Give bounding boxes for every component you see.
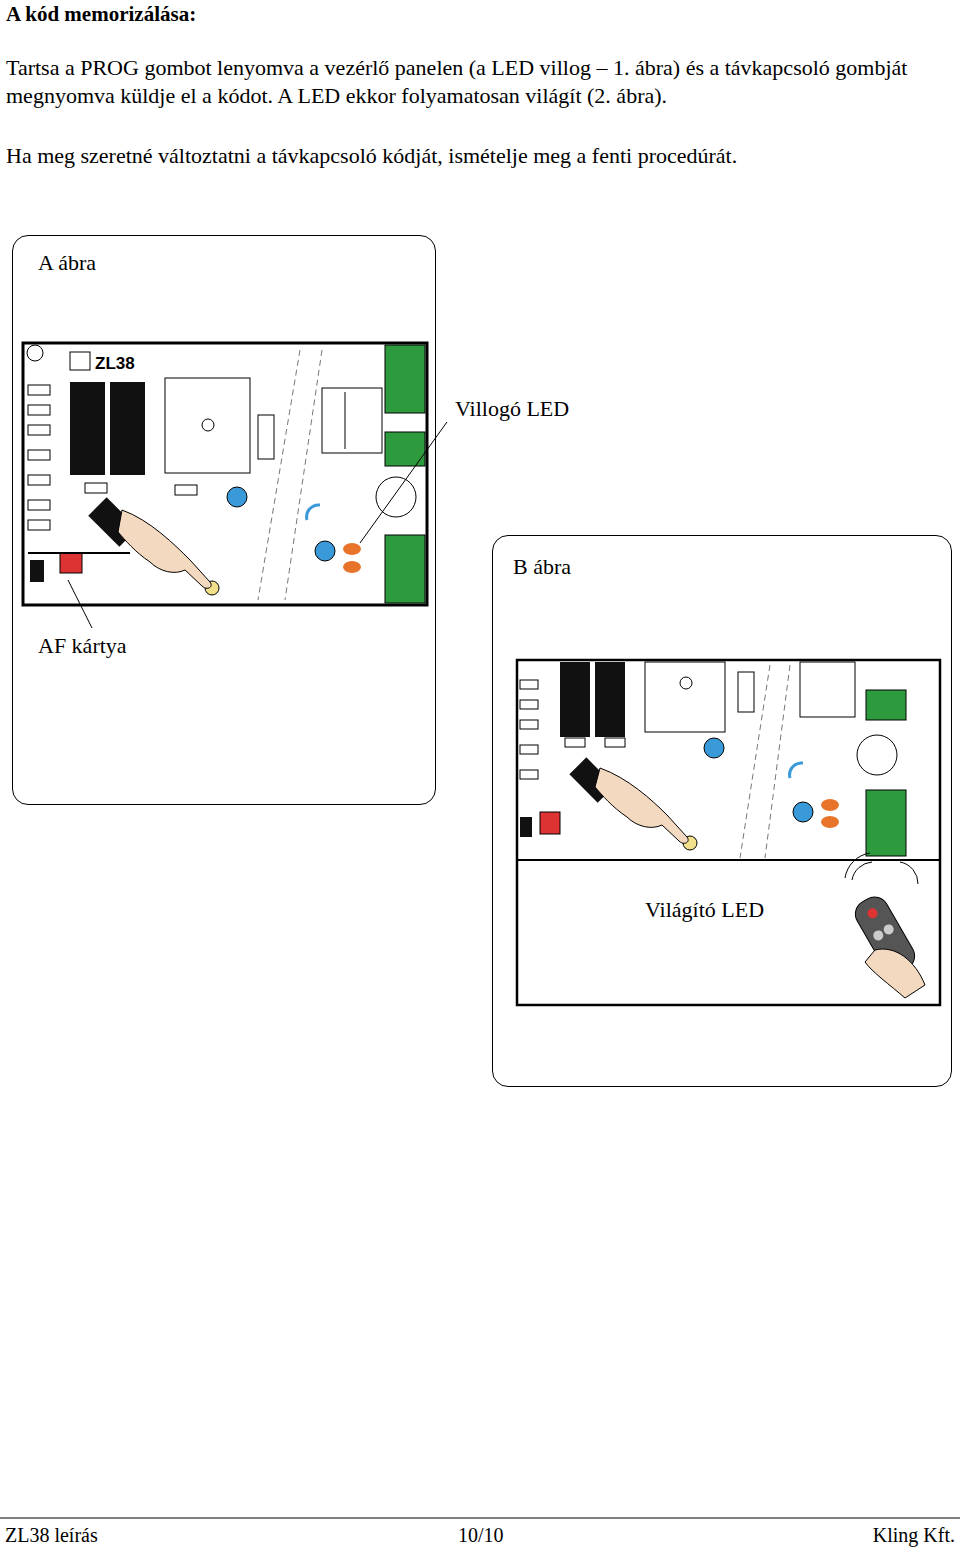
transformer <box>645 662 725 732</box>
hand <box>595 768 688 843</box>
component <box>605 738 625 747</box>
connector <box>520 817 532 837</box>
figure-title: A ábra <box>38 250 96 276</box>
footer-text: ZL38 leírás <box>5 1521 98 1547</box>
buzzer <box>857 735 897 775</box>
component <box>520 745 538 754</box>
led <box>343 561 361 573</box>
component <box>520 680 538 689</box>
band-line <box>765 665 790 858</box>
relay <box>110 382 145 475</box>
trimmer <box>793 802 813 822</box>
capacitor <box>307 505 320 520</box>
component <box>520 700 538 709</box>
card-edge <box>28 552 130 554</box>
board-edge <box>517 859 940 861</box>
terminal-block <box>866 790 906 856</box>
relay <box>560 662 590 737</box>
hand <box>865 949 925 998</box>
instruction-text: Ha meg szeretné változtatni a távkapcsol… <box>6 142 956 170</box>
relay <box>595 662 625 737</box>
terminal-block <box>385 345 425 413</box>
signal-wave <box>845 853 870 878</box>
callout-label: Villogó LED <box>455 395 569 423</box>
component <box>28 425 50 435</box>
component <box>175 485 197 495</box>
component <box>28 475 50 485</box>
callout-label: AF kártya <box>38 632 127 660</box>
resistor <box>258 415 274 459</box>
component <box>85 483 107 493</box>
component <box>520 770 538 779</box>
relay <box>322 388 382 453</box>
component <box>28 450 50 460</box>
control-board-b <box>517 660 940 1005</box>
signal-wave <box>900 862 918 884</box>
heading: A kód memorizálása: <box>6 0 196 28</box>
logo-box <box>70 352 90 370</box>
transformer <box>165 378 250 473</box>
figure-panel: B ábra <box>492 535 952 1087</box>
component <box>28 520 50 530</box>
relay <box>70 382 105 475</box>
trimmer <box>315 541 335 561</box>
signal-wave <box>852 862 872 880</box>
capacitor <box>790 763 803 778</box>
terminal-block <box>385 535 425 603</box>
footer-text: 10/10 <box>458 1521 504 1547</box>
screw <box>202 419 214 431</box>
terminal-block <box>866 690 906 720</box>
buzzer <box>376 477 416 517</box>
resistor <box>738 672 754 712</box>
band-line <box>740 665 770 858</box>
remote-button <box>882 923 896 937</box>
leader-line <box>360 422 447 543</box>
led <box>821 799 839 811</box>
led <box>821 816 839 828</box>
component <box>565 738 585 747</box>
band-line <box>258 350 300 600</box>
control-board-a <box>23 343 447 628</box>
trimmer <box>227 487 247 507</box>
relay <box>800 662 855 717</box>
trimmer <box>704 738 724 758</box>
component <box>520 720 538 729</box>
figure-title: B ábra <box>513 554 571 580</box>
board-outline <box>23 343 427 605</box>
screw <box>680 677 692 689</box>
screw <box>27 345 43 361</box>
component <box>28 405 50 415</box>
led <box>343 543 361 555</box>
board-marking: ZL38 <box>95 354 135 374</box>
leader-line <box>68 580 92 628</box>
footer-text: Kling Kft. <box>873 1521 955 1547</box>
relay-line <box>345 392 346 449</box>
remote-button <box>871 929 885 943</box>
af-card <box>60 553 82 573</box>
component <box>28 385 50 395</box>
figure-panel: A ábra <box>12 235 436 805</box>
component <box>28 500 50 510</box>
instruction-text: Tartsa a PROG gombot lenyomva a vezérlő … <box>6 54 956 110</box>
af-card <box>540 812 560 834</box>
remote-led <box>866 907 880 921</box>
hand <box>118 510 211 588</box>
band-line <box>285 350 322 600</box>
footer-rule <box>0 1518 960 1519</box>
connector <box>30 560 44 582</box>
callout-label: Világító LED <box>645 896 764 924</box>
board-outline <box>517 660 940 1005</box>
